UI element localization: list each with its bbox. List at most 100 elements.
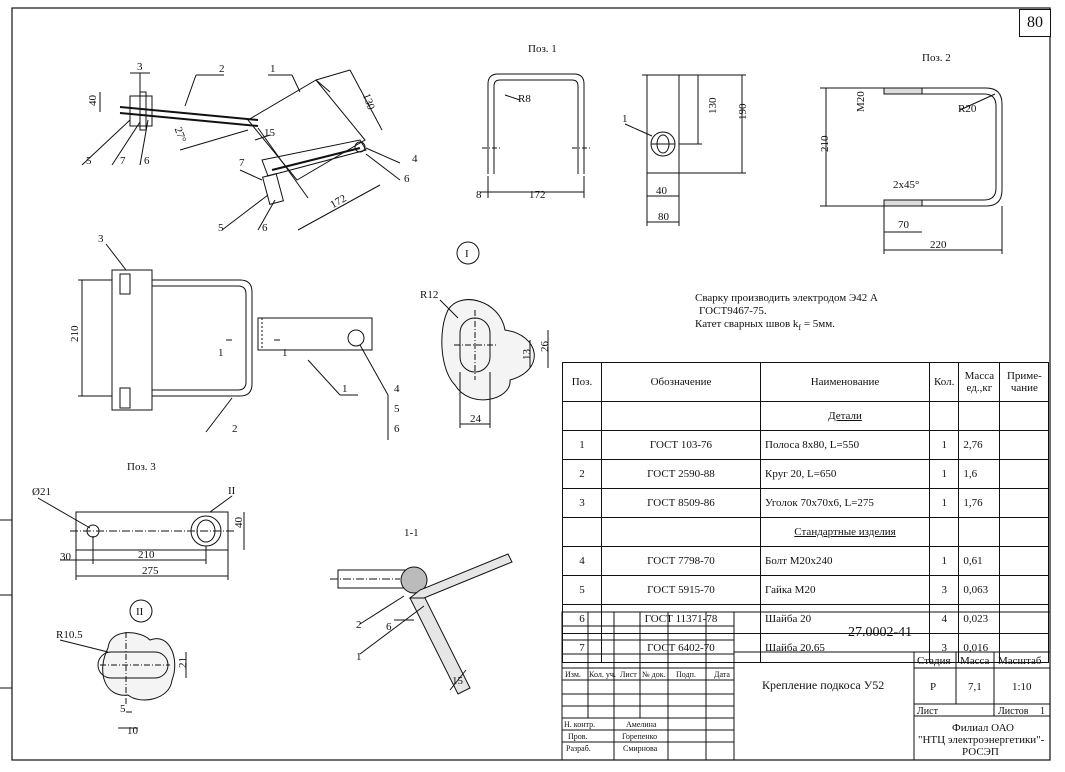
col-header: Кол. уч.: [589, 670, 616, 679]
col-header: Подп.: [676, 670, 696, 679]
leader-label: 2: [232, 423, 238, 435]
dim-text: 130: [707, 97, 719, 114]
dim-text: 15: [264, 127, 276, 139]
detail-two-mark: II: [136, 606, 144, 618]
table-row: 3 ГОСТ 8509-86 Уголок 70x70x6, L=275 1 1…: [562, 488, 1050, 518]
dim-text: 27°: [172, 126, 189, 145]
detail-one-marker: I: [456, 241, 480, 265]
table-row: 1 ГОСТ 103-76 Полоса 8x80, L=550 1 2,76: [562, 430, 1050, 460]
dim-text: R12: [420, 289, 438, 301]
cell-doc: ГОСТ 5915-70: [601, 575, 761, 605]
signer-name: Смирнова: [623, 744, 658, 753]
cell-pos: 4: [562, 546, 602, 576]
section-mark: 1: [282, 347, 288, 359]
dim-text: 40: [87, 95, 99, 107]
stage-value: Р: [930, 681, 936, 693]
drawing-title: Крепление подкоса У52: [762, 678, 884, 692]
leader-label: 6: [144, 155, 150, 167]
leader-label: 6: [262, 222, 268, 234]
table-row: 4 ГОСТ 7798-70 Болт М20x240 1 0,61: [562, 546, 1050, 576]
detail-two-marker: II: [129, 599, 153, 623]
signer-role: Разраб.: [566, 744, 591, 753]
header-mass: Масса ед.,кг: [958, 362, 1001, 402]
section-title: 1-1: [404, 527, 419, 539]
cell-mass: 2,76: [958, 430, 1001, 460]
assembly-view: [78, 243, 389, 440]
cell-doc: ГОСТ 103-76: [601, 430, 761, 460]
isometric-view: [81, 69, 401, 231]
leader-label: 7: [120, 155, 126, 167]
leader-label: 2: [356, 619, 362, 631]
dim-text: 210: [819, 135, 831, 152]
cell-pos: 3: [562, 488, 602, 518]
leader-label: 6: [404, 173, 410, 185]
cell-mass: 0,61: [958, 546, 1001, 576]
cell-pos: 7: [562, 633, 602, 663]
cell-qty: 1: [928, 430, 960, 460]
note-text: = 5мм.: [801, 318, 835, 330]
cell-doc: ГОСТ 11371-78: [601, 604, 761, 634]
dim-text: R8: [518, 93, 531, 105]
org-line: "НТЦ электроэнергетики"-: [918, 734, 1045, 746]
header-note: Приме-чание: [999, 362, 1050, 402]
detail-two-ref: II: [228, 485, 236, 497]
section-mark: 1: [218, 347, 224, 359]
leader-label: 1: [622, 113, 628, 125]
dim-text: 190: [737, 103, 749, 120]
note-line: ГОСТ9467-75.: [699, 305, 767, 317]
dim-text: 2x45°: [893, 179, 919, 191]
note-subscript: f: [798, 323, 802, 333]
table-section-row: Стандартные изделия: [562, 517, 1050, 547]
signer-role: Пров.: [568, 732, 588, 741]
pos1-views: [480, 73, 746, 226]
dim-text: 8: [476, 189, 482, 201]
page-number: 80: [1019, 9, 1051, 37]
table-row: 2 ГОСТ 2590-88 Круг 20, L=650 1 1,6: [562, 459, 1050, 489]
pos3-view: [37, 495, 245, 580]
detail-one-labels: R12 13 26 24: [420, 289, 551, 425]
table-section-row: Детали: [562, 401, 1050, 431]
sheet-label: Лист: [917, 706, 939, 717]
leader-label: 3: [137, 61, 143, 73]
leader-label: 5: [394, 403, 400, 415]
col-header: Дата: [714, 670, 730, 679]
cell-mass: 0,023: [958, 604, 1001, 634]
dim-text: 210: [69, 325, 81, 342]
detail-one-mark: I: [465, 248, 469, 260]
signer-name: Горепенко: [622, 732, 657, 741]
assembly-labels: 210 3 2 1 4 5 6 1 1: [69, 233, 400, 435]
dim-text: 5: [120, 703, 126, 715]
cell-qty: 1: [928, 459, 960, 489]
pos2-view: [820, 87, 1003, 254]
signer-role: Н. контр.: [564, 720, 595, 729]
cell-doc: ГОСТ 2590-88: [601, 459, 761, 489]
table-row: 5 ГОСТ 5915-70 Гайка М20 3 0,063: [562, 575, 1050, 605]
cell-name: Уголок 70x70x6, L=275: [760, 488, 930, 518]
dim-text: R10.5: [56, 629, 83, 641]
cell-pos: 5: [562, 575, 602, 605]
pos2-labels: Поз. 2 M20 R20 210 2x45° 70 220: [819, 52, 977, 251]
cell-doc: ГОСТ 7798-70: [601, 546, 761, 576]
cell-pos: 2: [562, 459, 602, 489]
dim-text: 275: [142, 565, 159, 577]
pos3-labels: Поз. 3 Ø21 30 210 275 40 II: [32, 461, 245, 577]
header-doc: Обозначение: [601, 362, 761, 402]
section-view: [330, 553, 513, 695]
section-labels: 1-1 2 1 6 15: [356, 527, 464, 687]
col-header: Лист: [620, 670, 637, 679]
title-block-grid: [561, 611, 1051, 761]
leader-label: 3: [98, 233, 104, 245]
dim-text: 30: [60, 551, 72, 563]
leader-label: 5: [218, 222, 224, 234]
cell-name: Болт М20x240: [760, 546, 930, 576]
detail-one: [439, 299, 549, 428]
cell-name: Шайба 20.65: [760, 633, 930, 663]
header-name: Наименование: [760, 362, 930, 402]
cell-mass: 1,76: [958, 488, 1001, 518]
dim-text: 24: [470, 413, 482, 425]
pos3-title: Поз. 3: [127, 461, 156, 473]
leader-label: 4: [394, 383, 400, 395]
dim-text: 40: [233, 517, 245, 529]
org-line: РОСЭП: [962, 746, 999, 758]
